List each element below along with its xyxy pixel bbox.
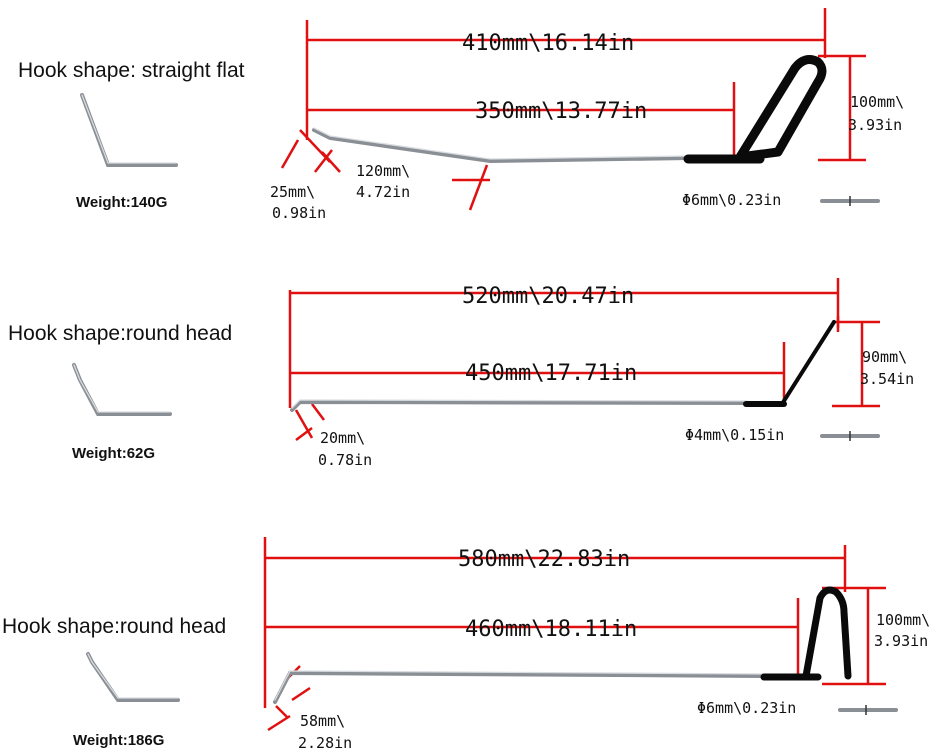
tool-1-rod <box>312 55 827 164</box>
tool-1-bend-length-in: 4.72in <box>356 183 410 201</box>
tool-2-handle-height-in: 3.54in <box>860 370 914 388</box>
tool-3-rod-sample-icon <box>838 705 898 715</box>
tool-2-thumbnail <box>72 363 172 416</box>
tool-2-weight: Weight:62G <box>72 445 155 462</box>
tool-2-tip-length-mm: 20mm\ <box>320 429 365 447</box>
tool-1-dimension-lines <box>280 8 866 211</box>
tool-2-shaft-length: 450mm\17.71in <box>465 361 637 386</box>
tool-2: Hook shape:round head Weight:62G <box>8 278 914 469</box>
tool-2-handle-height-mm: 90mm\ <box>862 348 907 366</box>
tool-1-shaft-length: 350mm\13.77in <box>475 99 647 124</box>
tool-3-weight: Weight:186G <box>73 732 164 749</box>
tool-3-handle-height-in: 3.93in <box>874 632 928 650</box>
tool-2-diameter: Φ4mm\0.15in <box>685 426 784 444</box>
tool-1-total-length: 410mm\16.14in <box>462 31 634 56</box>
tool-1-weight: Weight:140G <box>76 194 167 211</box>
tool-3-dimension-lines <box>263 537 886 732</box>
tool-1-handle-height-mm: 100mm\ <box>850 93 904 111</box>
tool-2-total-length: 520mm\20.47in <box>462 284 634 309</box>
tool-1-shape-label: Hook shape: straight flat <box>18 59 245 82</box>
tool-1-rod-sample-icon <box>820 196 880 206</box>
tool-2-tip-length-in: 0.78in <box>318 451 372 469</box>
tool-3-diameter: Φ6mm\0.23in <box>697 699 796 717</box>
tool-3-tip-length-in: 2.28in <box>298 734 352 752</box>
tool-1-handle-height-in: 3.93in <box>848 116 902 134</box>
tool-3-handle-height-mm: 100mm\ <box>876 611 930 629</box>
tool-1-diameter: Φ6mm\0.23in <box>682 191 781 209</box>
tool-3-thumbnail <box>86 652 180 702</box>
tool-3-total-length: 580mm\22.83in <box>458 547 630 572</box>
tool-1: Hook shape: straight flat Weight:140G <box>18 8 904 222</box>
tool-2-shape-label: Hook shape:round head <box>8 322 232 345</box>
tool-1-bend-length-mm: 120mm\ <box>356 162 410 180</box>
tool-3-rod <box>273 586 852 704</box>
tool-1-tip-length-mm: 25mm\ <box>270 183 315 201</box>
tool-2-dimension-lines <box>288 278 880 441</box>
tool-3-tip-length-mm: 58mm\ <box>300 712 345 730</box>
tool-2-rod <box>290 320 836 412</box>
tool-1-thumbnail <box>80 93 178 167</box>
tool-1-tip-length-in: 0.98in <box>272 204 326 222</box>
tool-2-rod-sample-icon <box>820 431 880 441</box>
tool-3-shape-label: Hook shape:round head <box>2 615 226 638</box>
tool-3: Hook shape:round head Weight:186G <box>2 537 930 752</box>
tool-3-shaft-length: 460mm\18.11in <box>465 617 637 642</box>
